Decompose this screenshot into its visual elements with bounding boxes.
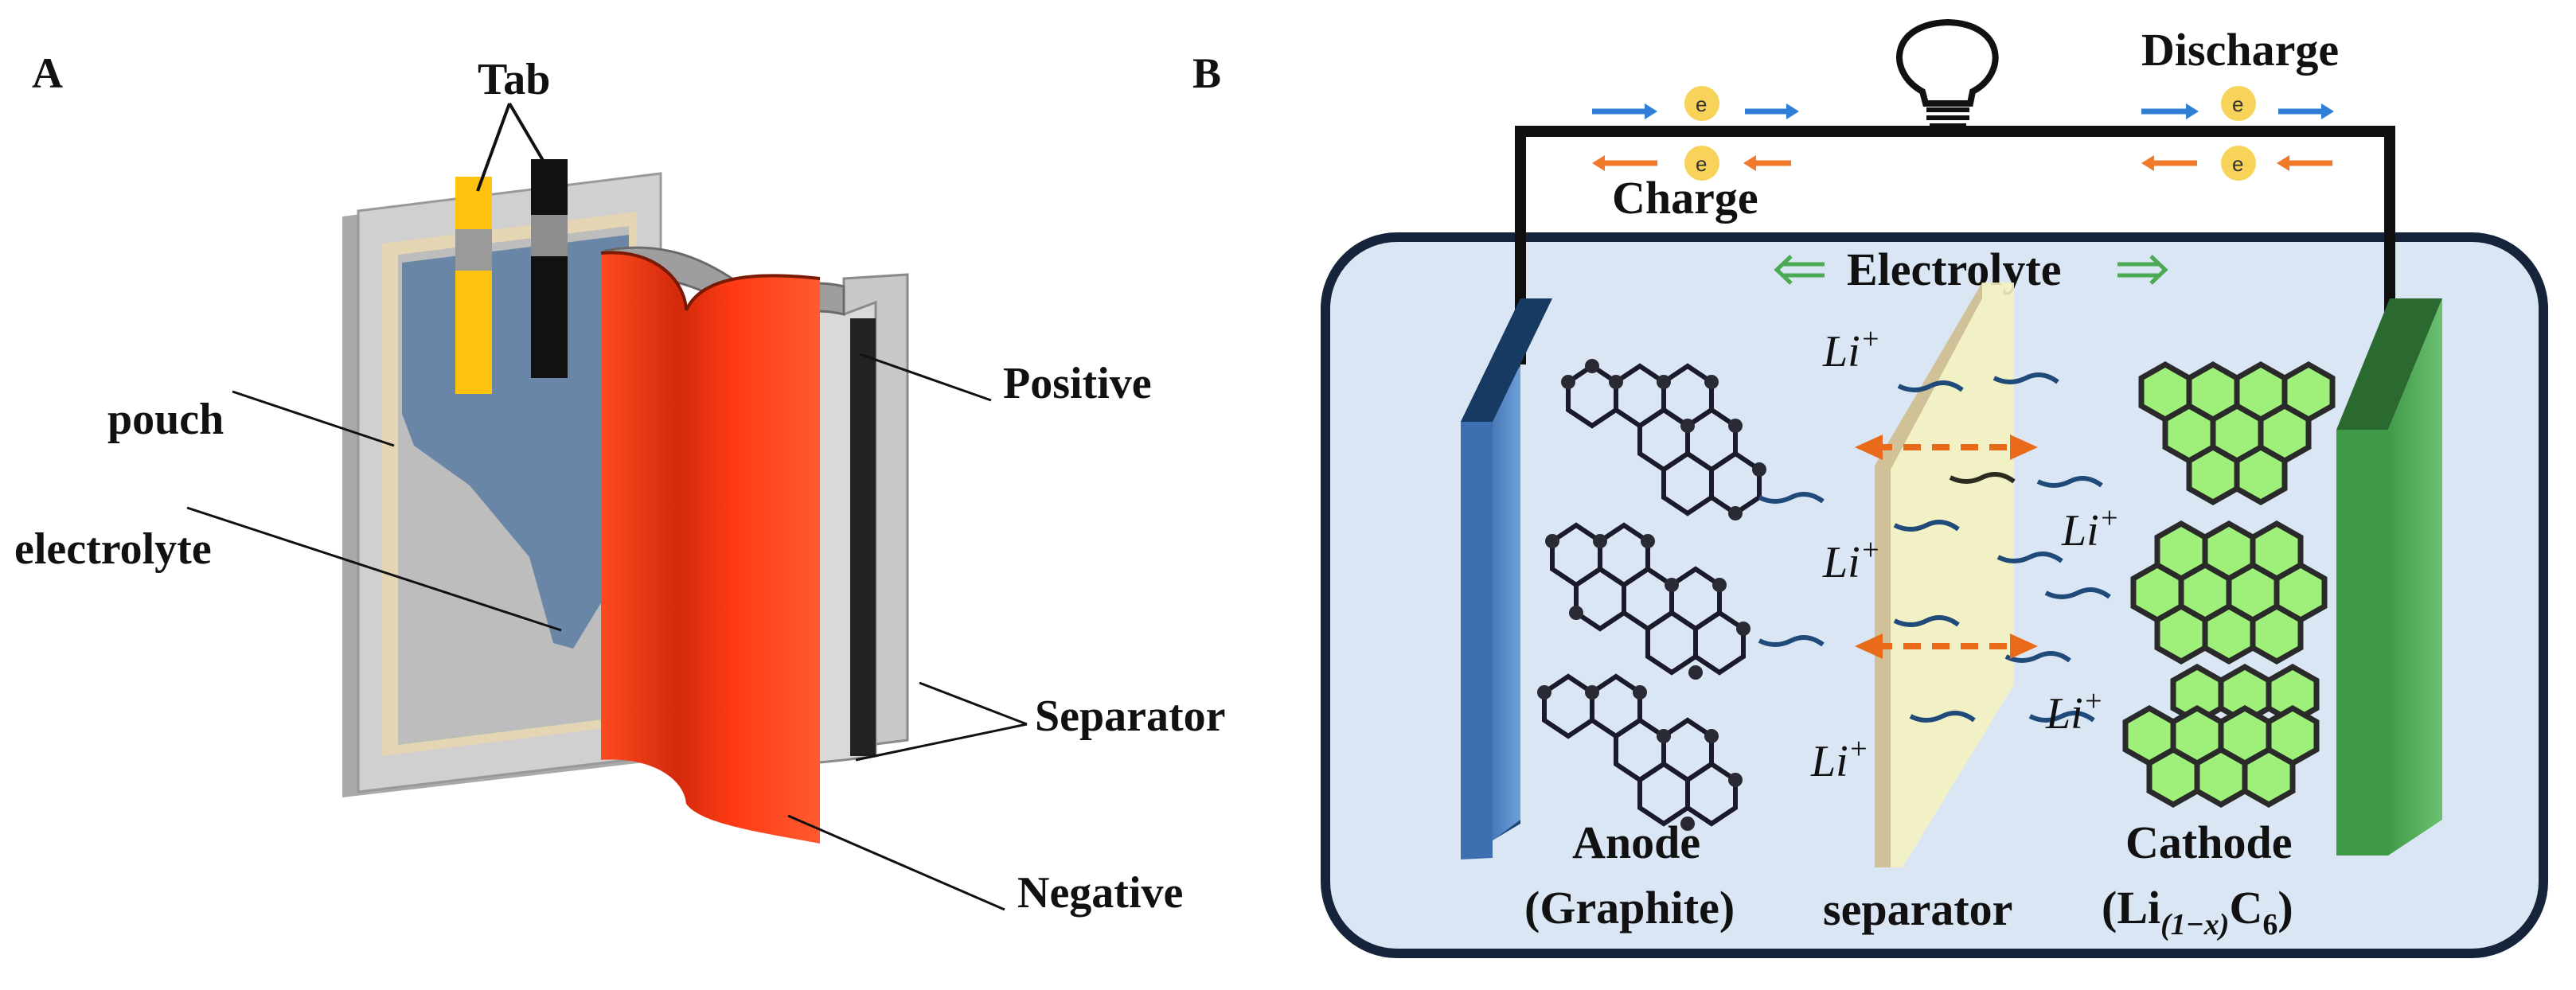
anode-material-label: (Graphite) [1524, 882, 1735, 933]
tab-leader-line-1 [476, 103, 511, 192]
svg-text:e: e [2232, 92, 2243, 116]
tab-black [531, 159, 568, 378]
arrow-right-icon [2010, 633, 2038, 659]
positive-leader-line [859, 353, 992, 402]
electrode-stack [600, 246, 909, 844]
cathode-cluster-2 [2130, 520, 2328, 665]
electrolyte-header: Electrolyte [1774, 244, 2168, 295]
electron-icon [2221, 86, 2256, 121]
external-wire [1515, 126, 2395, 364]
li-ion-label: Li+ [2061, 501, 2119, 555]
double-arrow-right-icon [2117, 255, 2168, 285]
anode-plate [1461, 298, 1552, 859]
li-ion-label: Li+ [1822, 533, 1880, 587]
arrow-left-icon [1855, 435, 1883, 460]
electron-icon [2221, 146, 2256, 181]
graphite-cluster-1 [1566, 363, 1762, 516]
anode-label: Anode [1572, 817, 1700, 868]
graphite-atoms [1537, 359, 1766, 831]
arrow-left-icon [1855, 633, 1883, 659]
separator-leader-line-1 [919, 681, 1028, 726]
li-ion-label: Li+ [1822, 322, 1880, 376]
li-ion-label: Li+ [1810, 732, 1868, 786]
light-bulb-icon [1896, 18, 1999, 128]
li-ion-labels: Li+ Li+ Li+ Li+ Li+ [1810, 322, 2119, 786]
electrolyte-label-a: electrolyte [14, 524, 212, 574]
cathode-label: Cathode [2125, 817, 2292, 868]
svg-text:e: e [2232, 152, 2243, 176]
tab-yellow [455, 177, 492, 232]
tabs [455, 159, 568, 394]
arrow-right-icon [2010, 435, 2038, 460]
tab-label: Tab [478, 55, 550, 104]
pouch-label: pouch [107, 395, 224, 444]
pouch [342, 172, 662, 797]
positive-layer [850, 318, 876, 756]
panel-a: A Tab [14, 49, 1226, 918]
li-ion-label: Li+ [2045, 684, 2103, 739]
cathode-lattice [2122, 361, 2336, 809]
electron-icon [1684, 86, 1719, 121]
negative-foil [601, 252, 820, 844]
panel-b-letter: B [1192, 49, 1221, 97]
cathode-formula-label: (Li(1−x)C6) [2102, 882, 2293, 941]
double-arrow-left-icon [1774, 255, 1825, 285]
panel-a-letter: A [32, 49, 63, 97]
cathode-cluster-3 [2122, 663, 2320, 809]
electron-icon [1684, 146, 1719, 181]
graphite-cluster-3 [1542, 673, 1738, 827]
panel-b: B e e [1192, 18, 2548, 958]
electron-flow-left: e e [1592, 86, 1799, 181]
negative-label: Negative [1017, 868, 1183, 918]
separator-label-a: Separator [1035, 692, 1226, 741]
separator-leader-line-2 [855, 723, 1028, 762]
cathode-plate [2336, 298, 2442, 856]
electron-flow-right: e e [2141, 86, 2334, 181]
svg-text:e: e [1696, 152, 1707, 176]
discharge-label: Discharge [2141, 24, 2339, 76]
separator-sheet [1875, 283, 2014, 867]
charge-label: Charge [1612, 172, 1758, 224]
separator-label-b: separator [1823, 883, 2012, 935]
positive-label: Positive [1003, 359, 1152, 408]
ion-paths [1758, 372, 2111, 723]
electrolyte-leader-line [186, 506, 562, 632]
svg-text:e: e [1696, 92, 1707, 116]
negative-leader-line [787, 814, 1005, 911]
graphite-layers [1542, 363, 1762, 827]
ion-migration-arrows [1875, 444, 2018, 649]
tab-leader-line-2 [508, 102, 551, 173]
electrolyte-label-b: Electrolyte [1847, 244, 2061, 295]
cathode-cluster-1 [2138, 361, 2336, 506]
pouch-leader-line [232, 390, 395, 447]
